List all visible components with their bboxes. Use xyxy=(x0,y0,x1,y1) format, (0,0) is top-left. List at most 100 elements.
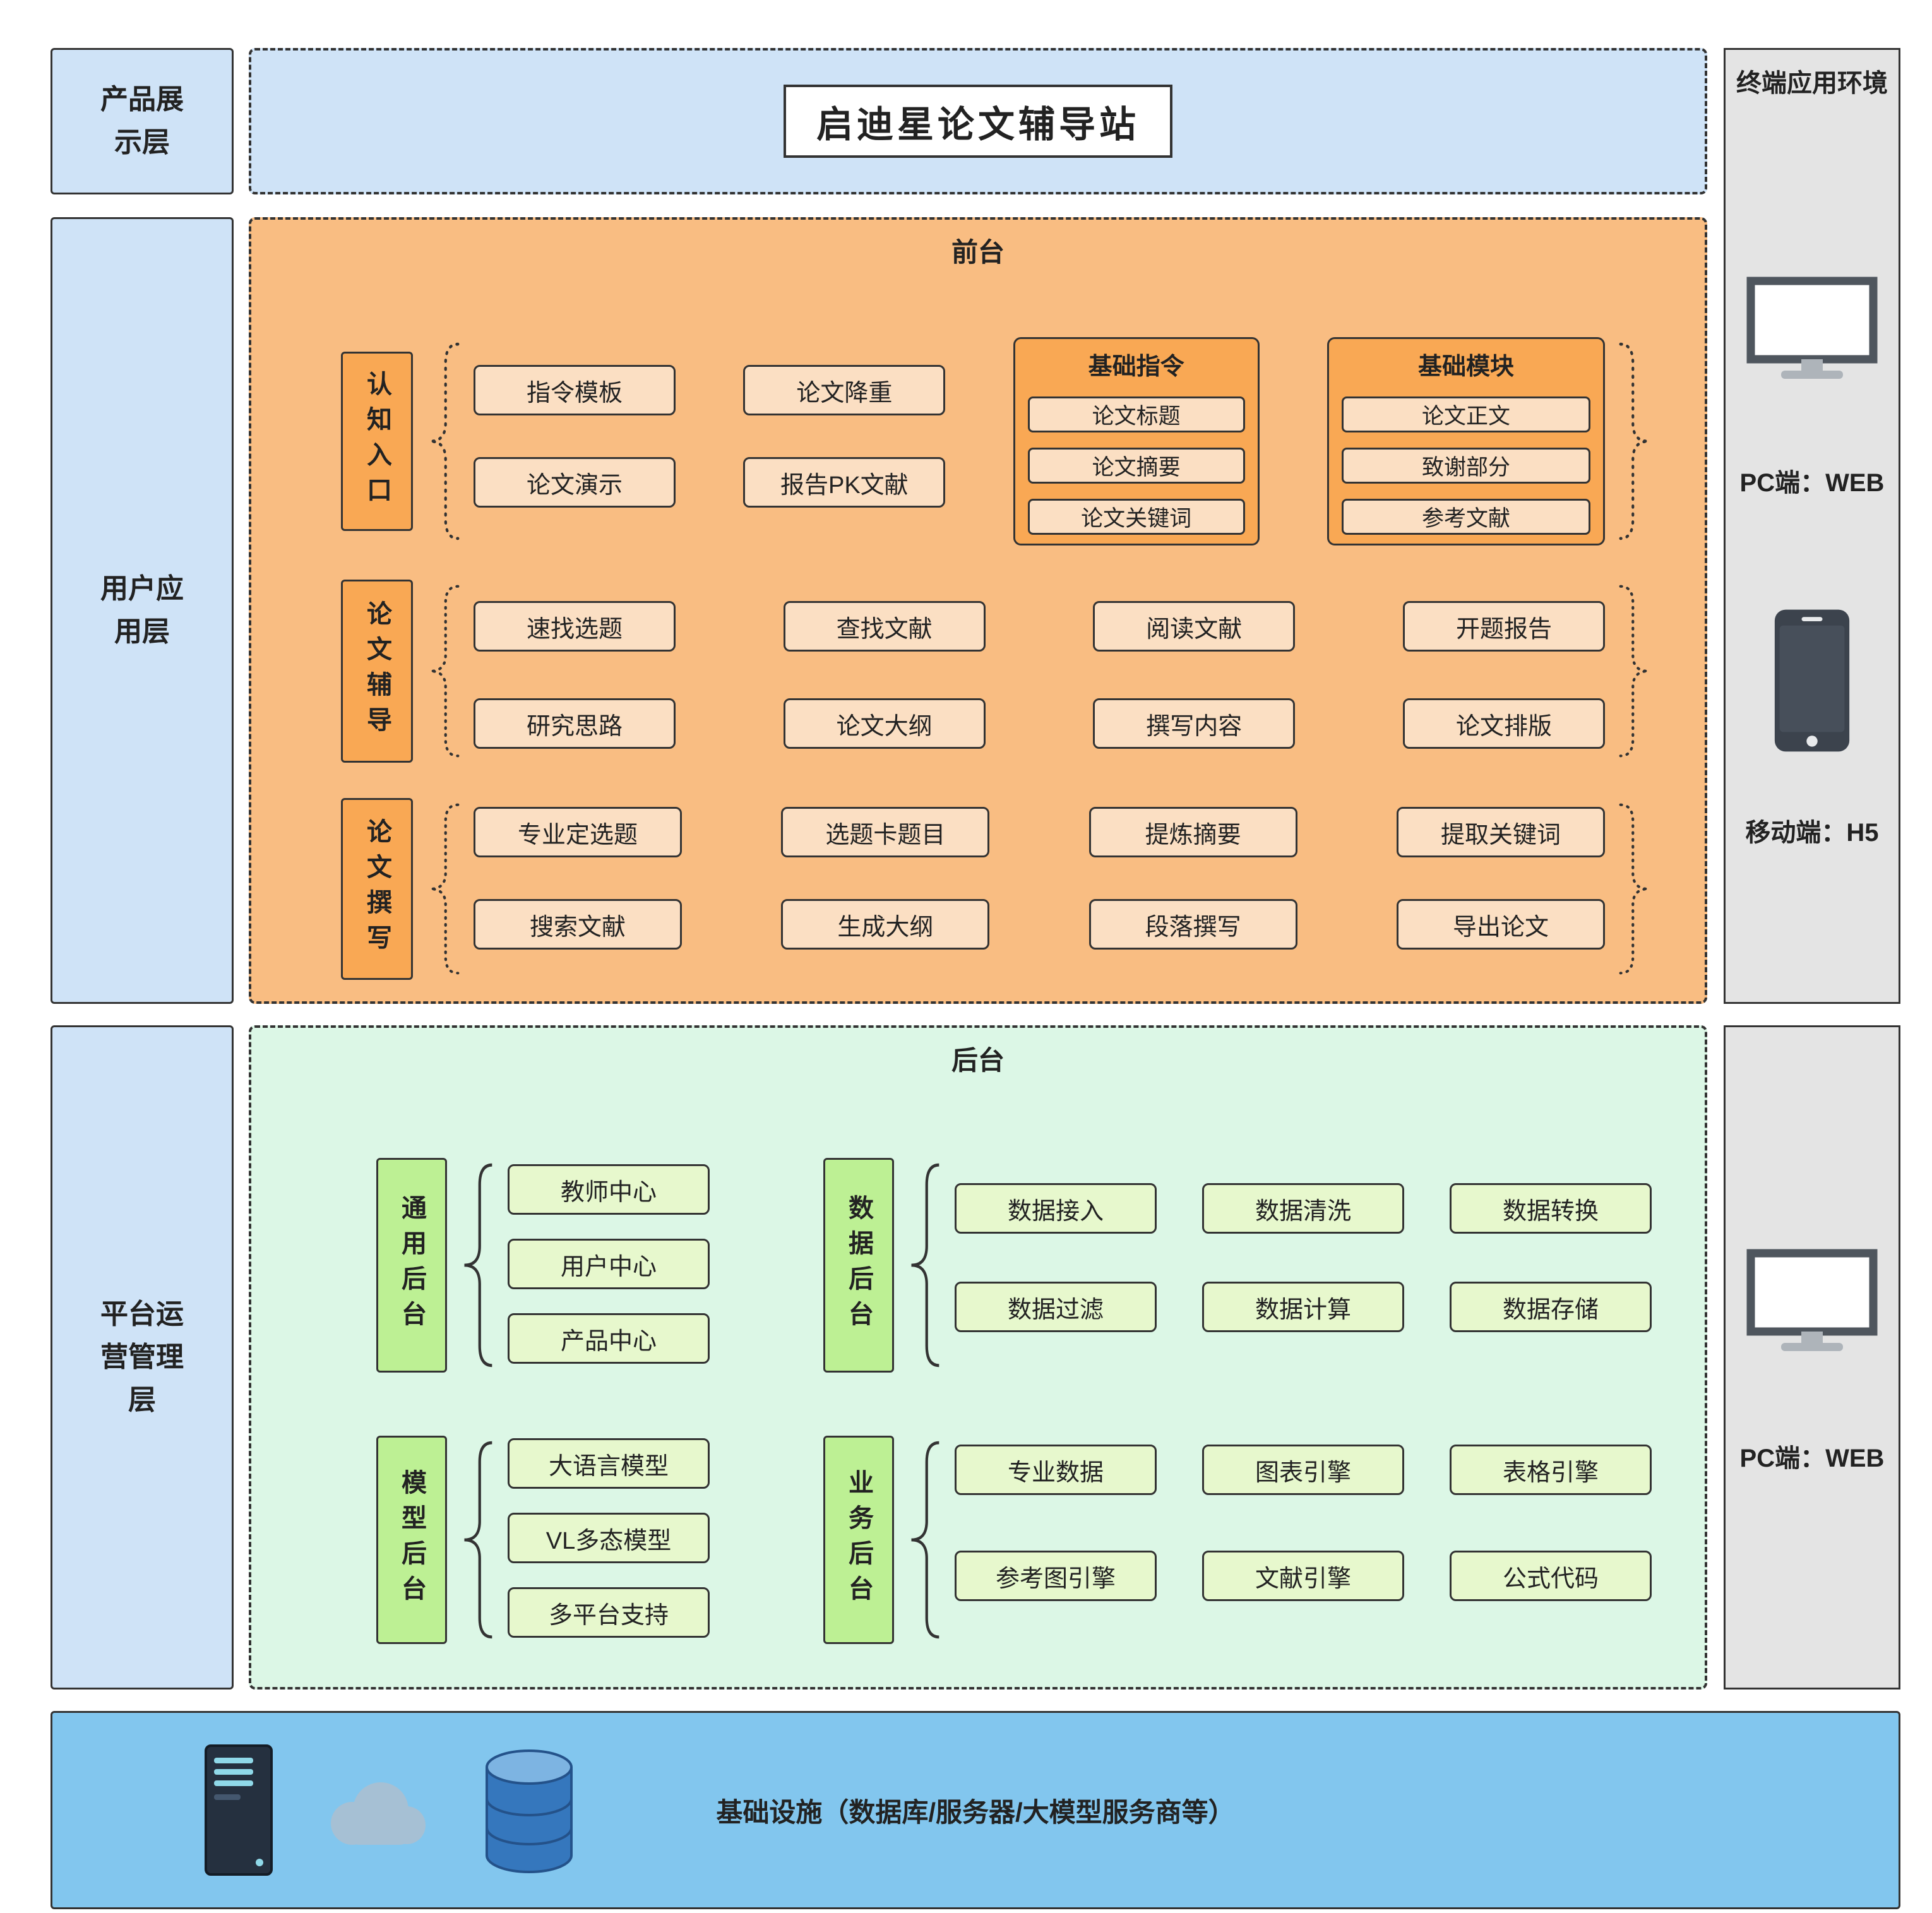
front-item: 专业定选题 xyxy=(474,807,682,857)
brace-right-icon xyxy=(1619,342,1649,540)
cluster-items: 专业数据 图表引擎 表格引擎 参考图引擎 文献引擎 公式代码 xyxy=(955,1436,1652,1644)
front-section: 前台 认知入口 指令模板 论文演示 论文降重 报告PK文献 基础指令 论文标题 xyxy=(249,217,1707,1004)
back-item: 数据过滤 xyxy=(955,1282,1157,1332)
group-item: 论文标题 xyxy=(1027,396,1245,432)
server-icon xyxy=(205,1744,273,1876)
layer-platform-ops: 平台运营管理层 xyxy=(51,1025,234,1690)
front-item: 速找选题 xyxy=(474,601,676,652)
back-item: 用户中心 xyxy=(508,1239,710,1289)
back-item: VL多态模型 xyxy=(508,1513,710,1563)
basic-commands-group: 基础指令 论文标题 论文摘要 论文关键词 xyxy=(1013,337,1260,545)
terminal-environment-panel: 终端应用环境 PC端：WEB 移动端：H5 xyxy=(1724,48,1900,1004)
mobile-h5-label: 移动端：H5 xyxy=(1745,819,1879,847)
front-item: 论文演示 xyxy=(474,457,676,508)
back-cluster-data: 数据后台 数据接入 数据清洗 数据转换 数据过滤 数据计算 数据存储 xyxy=(823,1158,1652,1373)
front-row-writing: 论文撰写 专业定选题 选题卡题目 提炼摘要 提取关键词 搜索文献 生成大纲 段落… xyxy=(341,798,1666,980)
front-item: 提取关键词 xyxy=(1396,807,1605,857)
front-row-items: 专业定选题 选题卡题目 提炼摘要 提取关键词 搜索文献 生成大纲 段落撰写 导出… xyxy=(474,798,1605,980)
pc-web-label: PC端：WEB xyxy=(1739,469,1885,497)
front-item: 查找文献 xyxy=(783,601,986,652)
product-banner: 启迪星论文辅导站 xyxy=(249,48,1707,194)
front-item: 搜索文献 xyxy=(474,899,682,950)
cluster-items: 数据接入 数据清洗 数据转换 数据过滤 数据计算 数据存储 xyxy=(955,1158,1652,1373)
layer-label: 产品展示层 xyxy=(100,83,184,158)
back-section: 后台 通用后台 教师中心 用户中心 产品中心 数据后台 数据接入 数据清洗 数据… xyxy=(249,1025,1707,1690)
brace-left-icon xyxy=(464,1441,492,1639)
back-item: 数据存储 xyxy=(1450,1282,1652,1332)
item-column: 指令模板 论文演示 xyxy=(474,337,676,545)
front-row-tutoring: 论文辅导 速找选题 查找文献 阅读文献 开题报告 研究思路 论文大纲 撰写内容 … xyxy=(341,580,1666,763)
front-item: 开题报告 xyxy=(1402,601,1605,652)
brace-left-icon xyxy=(464,1163,492,1368)
back-item: 多平台支持 xyxy=(508,1587,710,1638)
front-item: 段落撰写 xyxy=(1088,899,1297,950)
front-item: 阅读文献 xyxy=(1093,601,1296,652)
front-item: 生成大纲 xyxy=(781,899,990,950)
back-item: 参考图引擎 xyxy=(955,1551,1157,1601)
front-item: 选题卡题目 xyxy=(781,807,990,857)
monitor-icon xyxy=(1746,1249,1878,1351)
cloud-icon xyxy=(331,1782,426,1845)
back-item: 大语言模型 xyxy=(508,1438,710,1489)
back-item: 数据清洗 xyxy=(1202,1183,1404,1234)
front-item: 论文排版 xyxy=(1402,698,1605,749)
front-item: 论文降重 xyxy=(743,365,946,415)
back-item: 专业数据 xyxy=(955,1445,1157,1495)
back-cluster-label: 数据后台 xyxy=(823,1158,894,1373)
front-row-label: 认知入口 xyxy=(341,352,413,531)
back-item: 数据计算 xyxy=(1202,1282,1404,1332)
front-item: 报告PK文献 xyxy=(743,457,946,508)
cluster-items: 教师中心 用户中心 产品中心 xyxy=(508,1158,710,1373)
back-cluster-label: 模型后台 xyxy=(376,1436,447,1644)
monitor-icon xyxy=(1746,277,1878,379)
front-row-label: 论文撰写 xyxy=(341,798,413,980)
brace-left-icon xyxy=(430,585,460,758)
group-item: 论文摘要 xyxy=(1027,448,1245,484)
front-item: 提炼摘要 xyxy=(1088,807,1297,857)
infrastructure-icons xyxy=(204,1744,576,1876)
database-icon xyxy=(486,1749,573,1873)
infrastructure-bar: 基础设施（数据库/服务器/大模型服务商等） xyxy=(51,1711,1900,1909)
cluster-items: 大语言模型 VL多态模型 多平台支持 xyxy=(508,1436,710,1644)
front-row-items: 速找选题 查找文献 阅读文献 开题报告 研究思路 论文大纲 撰写内容 论文排版 xyxy=(474,580,1605,763)
front-row-cognition: 认知入口 指令模板 论文演示 论文降重 报告PK文献 基础指令 论文标题 论文摘… xyxy=(341,337,1666,545)
brace-right-icon xyxy=(1619,803,1649,975)
back-cluster-label: 通用后台 xyxy=(376,1158,447,1373)
layer-label: 用户应用层 xyxy=(100,573,184,647)
back-item: 公式代码 xyxy=(1450,1551,1652,1601)
back-item: 教师中心 xyxy=(508,1164,710,1215)
back-cluster-label: 业务后台 xyxy=(823,1436,894,1644)
basic-modules-group: 基础模块 论文正文 致谢部分 参考文献 xyxy=(1327,337,1605,545)
back-cluster-business: 业务后台 专业数据 图表引擎 表格引擎 参考图引擎 文献引擎 公式代码 xyxy=(823,1436,1652,1644)
back-item: 图表引擎 xyxy=(1202,1445,1404,1495)
group-title: 基础模块 xyxy=(1417,354,1514,380)
layer-product-display: 产品展示层 xyxy=(51,48,234,194)
front-row-items: 指令模板 论文演示 论文降重 报告PK文献 基础指令 论文标题 论文摘要 论文关… xyxy=(474,337,1605,545)
back-item: 数据接入 xyxy=(955,1183,1157,1234)
back-item: 表格引擎 xyxy=(1450,1445,1652,1495)
layer-label: 平台运营管理层 xyxy=(100,1298,184,1416)
back-item: 产品中心 xyxy=(508,1313,710,1364)
group-item: 致谢部分 xyxy=(1341,448,1590,484)
back-section-title: 后台 xyxy=(951,1046,1005,1075)
front-section-title: 前台 xyxy=(951,237,1005,267)
group-item: 参考文献 xyxy=(1341,499,1590,535)
group-title: 基础指令 xyxy=(1088,354,1184,380)
item-column: 论文降重 报告PK文献 xyxy=(743,337,946,545)
pc-web-label: PC端：WEB xyxy=(1739,1445,1885,1472)
back-cluster-model: 模型后台 大语言模型 VL多态模型 多平台支持 xyxy=(376,1436,710,1644)
front-item: 撰写内容 xyxy=(1093,698,1296,749)
front-row-label: 论文辅导 xyxy=(341,580,413,763)
front-item: 导出论文 xyxy=(1396,899,1605,950)
back-item: 数据转换 xyxy=(1450,1183,1652,1234)
page-title: 启迪星论文辅导站 xyxy=(783,85,1172,158)
front-item: 研究思路 xyxy=(474,698,676,749)
back-item: 文献引擎 xyxy=(1202,1551,1404,1601)
brace-left-icon xyxy=(430,803,460,975)
group-item: 论文正文 xyxy=(1341,396,1590,432)
layer-user-application: 用户应用层 xyxy=(51,217,234,1004)
brace-left-icon xyxy=(911,1441,939,1639)
infrastructure-label: 基础设施（数据库/服务器/大模型服务商等） xyxy=(716,1797,1235,1827)
brace-left-icon xyxy=(911,1163,939,1368)
